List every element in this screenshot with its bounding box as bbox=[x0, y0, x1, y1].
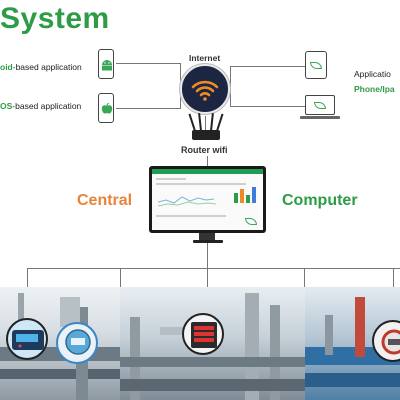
leaf-logo-icon bbox=[310, 61, 322, 69]
dashboard-bars-icon bbox=[234, 187, 256, 203]
energy-analyzer-device bbox=[182, 313, 224, 355]
power-meter-device bbox=[6, 318, 48, 360]
internet-label: Internet bbox=[189, 53, 221, 63]
wire-drop bbox=[304, 268, 305, 288]
internet-node bbox=[180, 64, 230, 114]
flowmeter-icon bbox=[381, 329, 400, 355]
monitor-foot bbox=[193, 240, 223, 243]
wire-monitor-bus bbox=[207, 243, 208, 268]
wire-internet-router bbox=[205, 116, 206, 130]
screen-row bbox=[156, 183, 246, 185]
router-antenna bbox=[210, 112, 214, 132]
dashboard-chart-icon bbox=[158, 196, 217, 207]
leaf-logo-icon bbox=[245, 218, 257, 225]
laptop-base bbox=[300, 116, 340, 119]
wire-ios bbox=[116, 108, 180, 109]
page-title: System bbox=[0, 2, 110, 35]
right-app-label: Applicatio bbox=[354, 69, 391, 79]
pipeline-image bbox=[305, 297, 400, 387]
android-app-label-suffix: -based application bbox=[12, 62, 82, 72]
monitor-icon bbox=[149, 166, 266, 233]
refinery-image bbox=[120, 293, 305, 400]
monitor-screen bbox=[152, 169, 263, 230]
leaf-logo-icon bbox=[314, 101, 326, 109]
router-antenna bbox=[198, 112, 202, 132]
android-app-label: oid-based application bbox=[0, 62, 82, 72]
transmitter-icon bbox=[65, 329, 91, 355]
router-antenna bbox=[188, 113, 196, 132]
wire-laptop bbox=[230, 106, 305, 107]
tablet-icon bbox=[305, 51, 327, 79]
wire-android bbox=[116, 63, 180, 64]
refinery-photo bbox=[120, 287, 305, 400]
wifi-icon bbox=[191, 80, 219, 101]
router-label: Router wifi bbox=[181, 145, 228, 155]
monitor-stand bbox=[199, 233, 215, 241]
screen-row bbox=[156, 178, 186, 180]
wire-router-monitor bbox=[207, 156, 208, 166]
meter-icon bbox=[12, 330, 44, 350]
analyzer-icon bbox=[191, 322, 217, 348]
ios-app-label-prefix: OS bbox=[0, 101, 13, 111]
flow-meter-device bbox=[56, 322, 98, 364]
router-antenna bbox=[216, 113, 224, 132]
screen-header-bar bbox=[152, 169, 263, 174]
router-icon bbox=[192, 130, 220, 140]
ios-app-label: OS-based application bbox=[0, 101, 81, 111]
computer-label: Computer bbox=[282, 192, 358, 209]
right-device-label: Phone/Ipa bbox=[354, 84, 395, 94]
wire-tablet bbox=[230, 66, 305, 67]
screen-row bbox=[156, 215, 226, 217]
flowmeter-device bbox=[372, 320, 400, 362]
wire-bus bbox=[27, 268, 400, 269]
wire-drop bbox=[120, 268, 121, 288]
apple-icon bbox=[101, 103, 113, 114]
android-phone-icon bbox=[98, 49, 114, 79]
ios-phone-icon bbox=[98, 93, 114, 123]
laptop-icon bbox=[305, 95, 335, 115]
android-app-label-prefix: oid bbox=[0, 62, 13, 72]
android-icon bbox=[102, 60, 112, 71]
central-label: Central bbox=[77, 192, 133, 209]
wire-right-vertical bbox=[230, 66, 231, 107]
ios-app-label-suffix: -based application bbox=[12, 101, 82, 111]
